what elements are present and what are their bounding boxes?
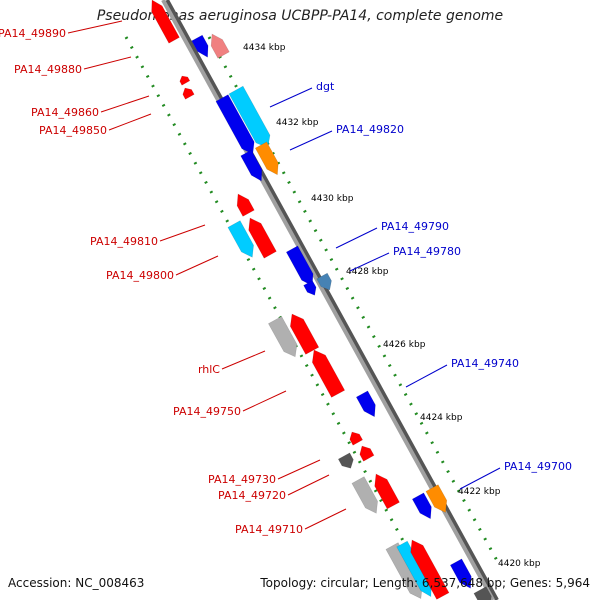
gene-arrow[interactable] [303, 280, 317, 296]
gene-label-left[interactable]: PA14_49860 [31, 106, 99, 119]
gene-label-left[interactable]: PA14_49750 [173, 405, 241, 418]
gene-arrow[interactable] [267, 315, 298, 358]
gene-label-connector [277, 459, 321, 480]
tick-label: 4426 kbp [383, 340, 426, 350]
gene-label-left[interactable]: PA14_49800 [106, 269, 174, 282]
gene-label-left[interactable]: rhlC [198, 363, 220, 376]
gene-label-right[interactable]: PA14_49780 [393, 245, 461, 258]
gene-arrow[interactable] [449, 558, 472, 589]
gene-arrow[interactable] [285, 245, 314, 287]
gene-arrow[interactable] [248, 217, 277, 259]
gene-label-connector [67, 20, 123, 34]
gene-label-connector [83, 56, 132, 70]
gene-label-connector [108, 113, 152, 131]
gene-arrow[interactable] [410, 539, 450, 600]
gene-arrow[interactable] [254, 141, 279, 176]
gene-label-connector [269, 87, 313, 108]
gene-arrow[interactable] [359, 445, 375, 462]
gene-label-left[interactable]: PA14_49810 [90, 235, 158, 248]
gene-arrow[interactable] [385, 542, 423, 600]
gene-arrow[interactable] [151, 0, 180, 44]
gene-label-right[interactable]: PA14_49790 [381, 220, 449, 233]
gene-label-left[interactable]: PA14_49850 [39, 124, 107, 137]
gene-label-connector [159, 224, 206, 242]
gene-arrow[interactable] [337, 452, 354, 469]
gene-label-right[interactable]: dgt [316, 80, 335, 93]
gene-label-connector [405, 364, 448, 388]
tick-label: 4422 kbp [458, 487, 501, 497]
gene-label-right[interactable]: PA14_49740 [451, 357, 519, 370]
gene-arrow[interactable] [311, 349, 346, 398]
gene-label-connector [459, 467, 501, 490]
tick-label: 4424 kbp [420, 413, 463, 423]
gene-arrow[interactable] [227, 220, 254, 258]
tick-label: 4434 kbp [243, 43, 286, 53]
gene-arrow[interactable] [351, 476, 378, 514]
gene-label-right[interactable]: PA14_49700 [504, 460, 572, 473]
tick-line-inner [124, 36, 419, 567]
gene-label-connector [100, 95, 150, 113]
gene-arrow[interactable] [210, 33, 230, 59]
tick-label: 4432 kbp [276, 118, 319, 128]
gene-label-left[interactable]: PA14_49710 [235, 523, 303, 536]
gene-label-connector [221, 350, 266, 370]
gene-label-right[interactable]: PA14_49820 [336, 123, 404, 136]
tick-label: 4430 kbp [311, 194, 354, 204]
gene-label-left[interactable]: PA14_49730 [208, 473, 276, 486]
gene-arrow[interactable] [316, 272, 332, 291]
gene-label-left[interactable]: PA14_49720 [218, 489, 286, 502]
gene-arrow[interactable] [289, 313, 320, 355]
gene-arrow[interactable] [236, 193, 255, 217]
gene-label-connector [287, 474, 330, 496]
gene-label-connector [175, 255, 219, 276]
gene-arrow[interactable] [215, 94, 255, 155]
gene-label-left[interactable]: PA14_49890 [0, 27, 66, 40]
gene-label-connector [349, 252, 390, 272]
gene-arrow[interactable] [349, 431, 364, 446]
gene-arrow[interactable] [374, 473, 400, 510]
gene-label-connector [289, 130, 333, 151]
gene-arrow[interactable] [473, 586, 492, 600]
gene-label-connector [335, 227, 378, 249]
gene-arrow[interactable] [228, 85, 271, 149]
gene-arrow[interactable] [191, 34, 209, 58]
gene-label-connector [304, 508, 347, 530]
gene-arrow[interactable] [179, 75, 191, 86]
genome-title: Pseudomonas aeruginosa UCBPP-PA14, compl… [96, 8, 504, 24]
topology-summary: Topology: circular; Length: 6,537,648 bp… [260, 576, 590, 590]
tick-label: 4420 kbp [498, 559, 541, 569]
gene-label-connector [242, 390, 287, 412]
accession-label: Accession: NC_008463 [8, 576, 145, 590]
gene-arrow[interactable] [355, 390, 376, 418]
gene-arrow[interactable] [411, 492, 432, 520]
gene-arrow[interactable] [396, 540, 432, 598]
gene-label-left[interactable]: PA14_49880 [14, 63, 82, 76]
gene-arrow[interactable] [425, 484, 448, 513]
gene-arrow[interactable] [182, 87, 195, 100]
gene-arrow[interactable] [240, 149, 263, 182]
tick-label: 4428 kbp [346, 267, 389, 277]
